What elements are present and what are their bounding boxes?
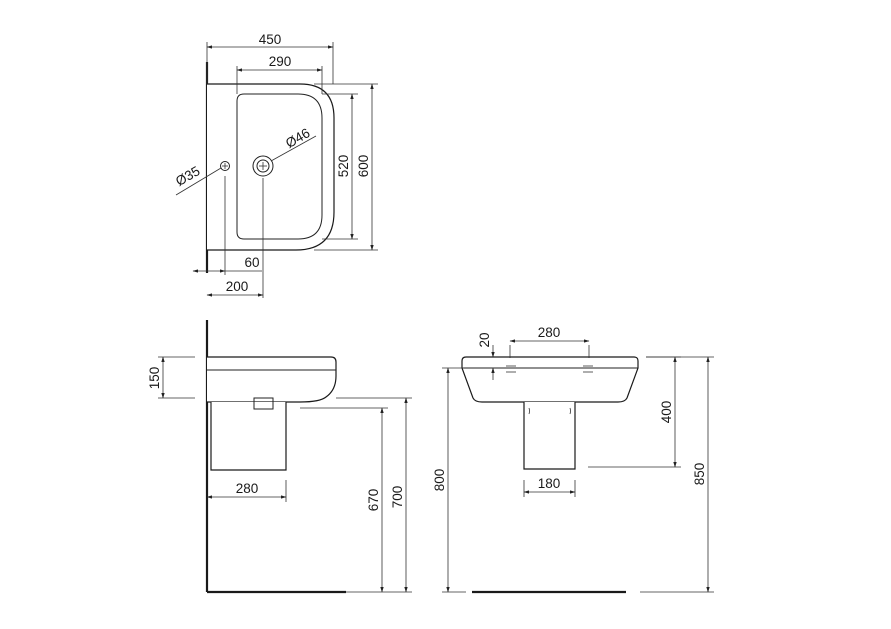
dim-450: 450 <box>259 32 282 47</box>
waste-hole-outer <box>252 155 274 177</box>
dim-180: 180 <box>538 476 561 491</box>
dim-520: 520 <box>336 155 351 178</box>
dim-290: 290 <box>269 54 292 69</box>
top-view: 450 290 520 600 Ø46 Ø35 60 200 <box>173 32 378 298</box>
front-view: 280 20 400 180 800 850 <box>432 325 714 594</box>
front-basin-profile <box>461 356 639 403</box>
dim-150: 150 <box>147 367 162 390</box>
dim-400: 400 <box>659 401 674 424</box>
dim-800: 800 <box>432 469 447 492</box>
dim-200: 200 <box>226 279 249 294</box>
waste-leader <box>270 135 317 162</box>
dim-20: 20 <box>477 332 492 347</box>
dim-670: 670 <box>366 489 381 512</box>
dim-600: 600 <box>356 155 371 178</box>
top-bowl-outline <box>236 93 323 240</box>
top-basin-outline <box>207 83 335 251</box>
dim-60: 60 <box>244 255 259 270</box>
waste-hole-inner <box>256 159 270 173</box>
dim-280-side: 280 <box>236 481 259 496</box>
side-view: 150 280 670 700 <box>147 320 412 594</box>
tap-leader <box>175 167 222 196</box>
front-pedestal <box>523 402 576 470</box>
dim-700: 700 <box>390 486 405 509</box>
dim-850: 850 <box>692 463 707 486</box>
side-basin-profile <box>207 356 337 403</box>
tap-hole <box>220 161 230 171</box>
dim-tap-dia: Ø35 <box>173 163 203 189</box>
dim-280-front: 280 <box>538 325 561 340</box>
side-pedestal <box>210 402 287 471</box>
